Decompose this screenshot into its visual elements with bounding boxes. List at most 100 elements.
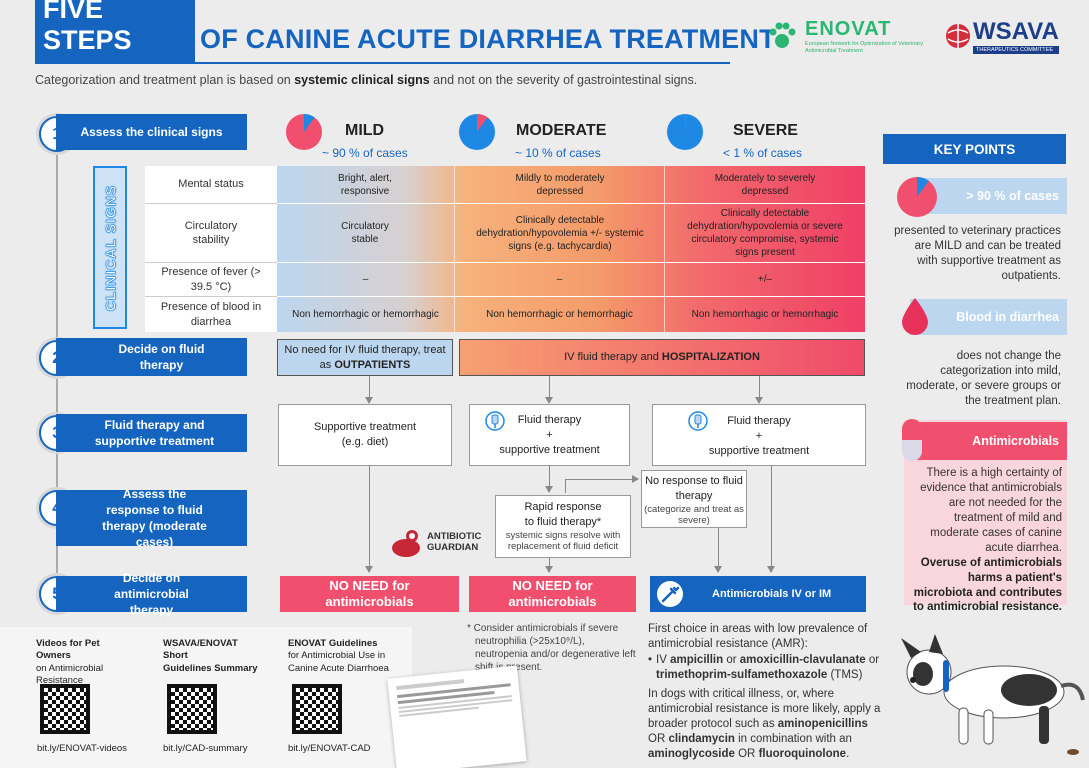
guardian-text-2: GUARDIAN (427, 542, 479, 553)
arrow (714, 528, 722, 573)
row-divider (145, 296, 865, 297)
mild-blood: Non hemorrhagic or hemorrhagic (292, 309, 439, 320)
mild-mental-status: Bright, alert, responsive (338, 172, 392, 197)
footnote: * Consider antimicrobials if severe neut… (467, 623, 636, 673)
antimicrobial-intro: First choice in areas with low prevalenc… (648, 623, 868, 650)
moderate-pie-icon (459, 113, 495, 150)
guardian-text-1: ANTIBIOTIC (427, 531, 482, 543)
arrow (545, 558, 553, 573)
kp3-text: There is a high certainty of evidence th… (910, 466, 1062, 615)
column-divider (454, 166, 455, 332)
kp1-text: presented to veterinary practices are MI… (894, 225, 1061, 282)
paw-icon (769, 22, 796, 49)
moderate-fluid-label: Fluid therapy (517, 414, 582, 426)
severe-circulatory: Clinically detectable dehydration/hypovo… (687, 208, 843, 258)
label-divider (145, 296, 277, 297)
enovat-logo: ENOVAT European Network for Optimization… (765, 18, 935, 54)
iv-drip-icon (485, 411, 505, 431)
rapid-response-title: Rapid response to fluid therapy* (524, 501, 602, 528)
arrow (365, 466, 373, 573)
severe-percentage: < 1 % of cases (723, 146, 803, 160)
clinical-signs-gradient (277, 166, 865, 332)
clinical-signs-row-labels (145, 166, 277, 332)
blood-drop-icon (902, 298, 928, 335)
kp3-text-body: There is a high certainty of evidence th… (920, 467, 1062, 554)
kp-pie-icon (897, 176, 937, 217)
qr-link-summary[interactable]: bit.ly/CAD-summary (163, 743, 248, 754)
page-title: OF CANINE ACUTE DIARRHEA TREATMENT (200, 24, 776, 54)
qr-code-videos[interactable] (40, 684, 90, 734)
step3-mild-box: Supportive treatment (e.g. diet) (278, 404, 452, 466)
enovat-logo-sub: European Network for Optimization of Vet… (805, 41, 924, 54)
moderate-no-need-box: NO NEED for antimicrobials (469, 576, 636, 612)
severe-fever: +/– (757, 274, 773, 285)
rapid-response-sub: systemic signs resolve with replacement … (505, 529, 621, 553)
severe-mental-status: Moderately to severely depressed (714, 172, 816, 197)
arrow (767, 466, 775, 573)
kp3-text-bold: Overuse of antimicrobials harms a patien… (913, 556, 1062, 614)
kp2-bar: Blood in diarrhea (910, 299, 1067, 335)
moderate-percentage: ~ 10 % of cases (515, 146, 601, 160)
paper-thumbnail (387, 665, 527, 768)
connector-line (565, 479, 566, 493)
step3-severe-box: Fluid therapy + supportive treatment (652, 404, 866, 466)
row-label-circulatory: Circulatory stability (184, 219, 238, 246)
qr-code-summary[interactable] (167, 684, 217, 734)
moderate-mental-status: Mildly to moderately depressed (515, 172, 605, 197)
key-points-heading: KEY POINTS (883, 134, 1066, 164)
column-divider (664, 166, 665, 332)
supportive-label: supportive treatment (708, 444, 810, 457)
no-response-sub: (categorize and treat as severe) (644, 503, 744, 527)
row-label-blood: Presence of blood in diarrhea (160, 301, 262, 328)
step-1-label: Assess the clinical signs (56, 114, 247, 150)
pill-icon (902, 419, 922, 461)
severe-pie-icon (667, 113, 703, 150)
step-3-label: Fluid therapy and supportive treatment (56, 414, 247, 452)
plus-sign: + (546, 428, 553, 441)
arrow (545, 466, 553, 493)
row-label-mental-status: Mental status (178, 178, 244, 191)
step-2-label: Decide on fluid therapy (56, 338, 247, 376)
supportive-label: supportive treatment (499, 443, 600, 456)
row-divider (145, 203, 865, 204)
mild-percentage: ~ 90 % of cases (322, 146, 408, 160)
mild-pie-icon (286, 113, 322, 150)
rapid-response-box: Rapid response to fluid therapy* systemi… (495, 495, 631, 558)
mild-circulatory: Circulatory stable (341, 221, 389, 245)
connector-line (565, 479, 635, 480)
no-response-title: No response to fluid therapy (645, 475, 743, 502)
no-response-box: No response to fluid therapy (categorize… (641, 470, 747, 528)
row-label-fever: Presence of fever (> 39.5 °C) (161, 266, 261, 293)
step-5-label: Decide on antimicrobial therapy (56, 571, 247, 617)
moderate-blood: Non hemorrhagic or hemorrhagic (486, 309, 633, 320)
wsava-logo: WSAVA THERAPEUTICS COMMITTEE (945, 18, 1059, 54)
antimicrobial-first-choice: • IV ampicillin or amoxicillin-clavulana… (648, 653, 880, 681)
arrow-head (632, 475, 639, 483)
title-underline (35, 62, 730, 64)
step2-hospital-box: IV fluid therapy and HOSPITALIZATION (459, 339, 865, 376)
severe-heading: SEVERE (733, 122, 798, 139)
subtitle: Categorization and treatment plan is bas… (35, 73, 698, 87)
mild-no-need-box: NO NEED for antimicrobials (280, 576, 459, 612)
mild-heading: MILD (345, 122, 385, 139)
kp2-text: does not change the categorization into … (906, 350, 1061, 407)
antimicrobial-details: First choice in areas with low prevalenc… (648, 622, 884, 761)
wsava-logo-sub: THERAPEUTICS COMMITTEE (973, 46, 1059, 54)
clinical-signs-side-box (93, 166, 127, 329)
qr-code-guidelines[interactable] (292, 684, 342, 734)
row-divider (145, 262, 865, 263)
label-divider (145, 203, 277, 204)
qr-link-videos[interactable]: bit.ly/ENOVAT-videos (37, 743, 127, 754)
severe-fluid-label: Fluid therapy (727, 415, 791, 427)
moderate-fever: – (556, 274, 563, 285)
wsava-logo-text: WSAVA (973, 18, 1059, 45)
arrow (545, 376, 553, 404)
title-highlight: FIVE STEPS (35, 0, 195, 62)
step2-mild-box: No need for IV fluid therapy, treat as O… (277, 339, 453, 376)
qr-link-guidelines[interactable]: bit.ly/ENOVAT-CAD (288, 743, 371, 754)
